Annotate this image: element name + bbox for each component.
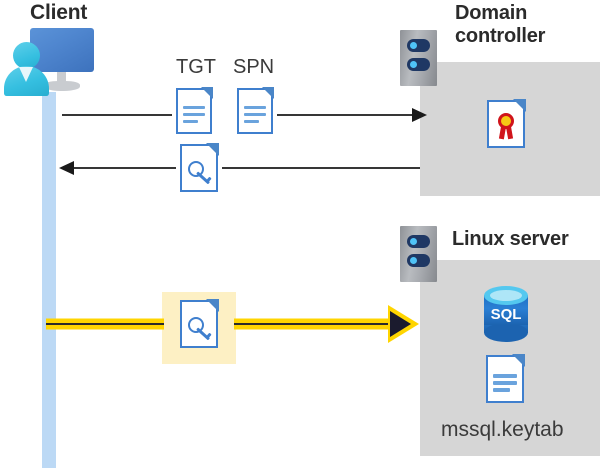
user-collar-icon [19,67,33,82]
monitor-neck [57,72,66,84]
user-head-icon [13,42,40,69]
tgt-document-icon [176,87,213,134]
service-ticket-arrowhead-outer [388,305,419,343]
linux-server-label: Linux server [452,228,569,250]
monitor-screen-icon [30,28,94,72]
sql-database-label: SQL [490,306,522,323]
monitor-base [44,81,80,91]
keytab-document-icon [486,354,525,403]
spn-document-icon [237,87,274,134]
domain-controller-label: Domain controller [455,2,546,47]
client-lifeline [42,92,56,468]
client-label: Client [30,1,88,24]
keytab-filename-label: mssql.keytab [441,418,564,441]
response-key-document-icon [180,143,219,192]
response-arrowhead [59,161,74,175]
tgt-label: TGT [176,56,216,78]
certificate-document-icon [487,99,526,148]
service-ticket-arrowhead-inner [390,311,411,337]
service-ticket-key-document-icon [180,299,219,348]
sql-database-icon: SQL [484,286,528,342]
spn-label: SPN [233,56,275,78]
client-user-monitor-icon [4,28,94,100]
domain-controller-server-rack-icon [400,30,437,86]
linux-server-server-rack-icon [400,226,437,282]
